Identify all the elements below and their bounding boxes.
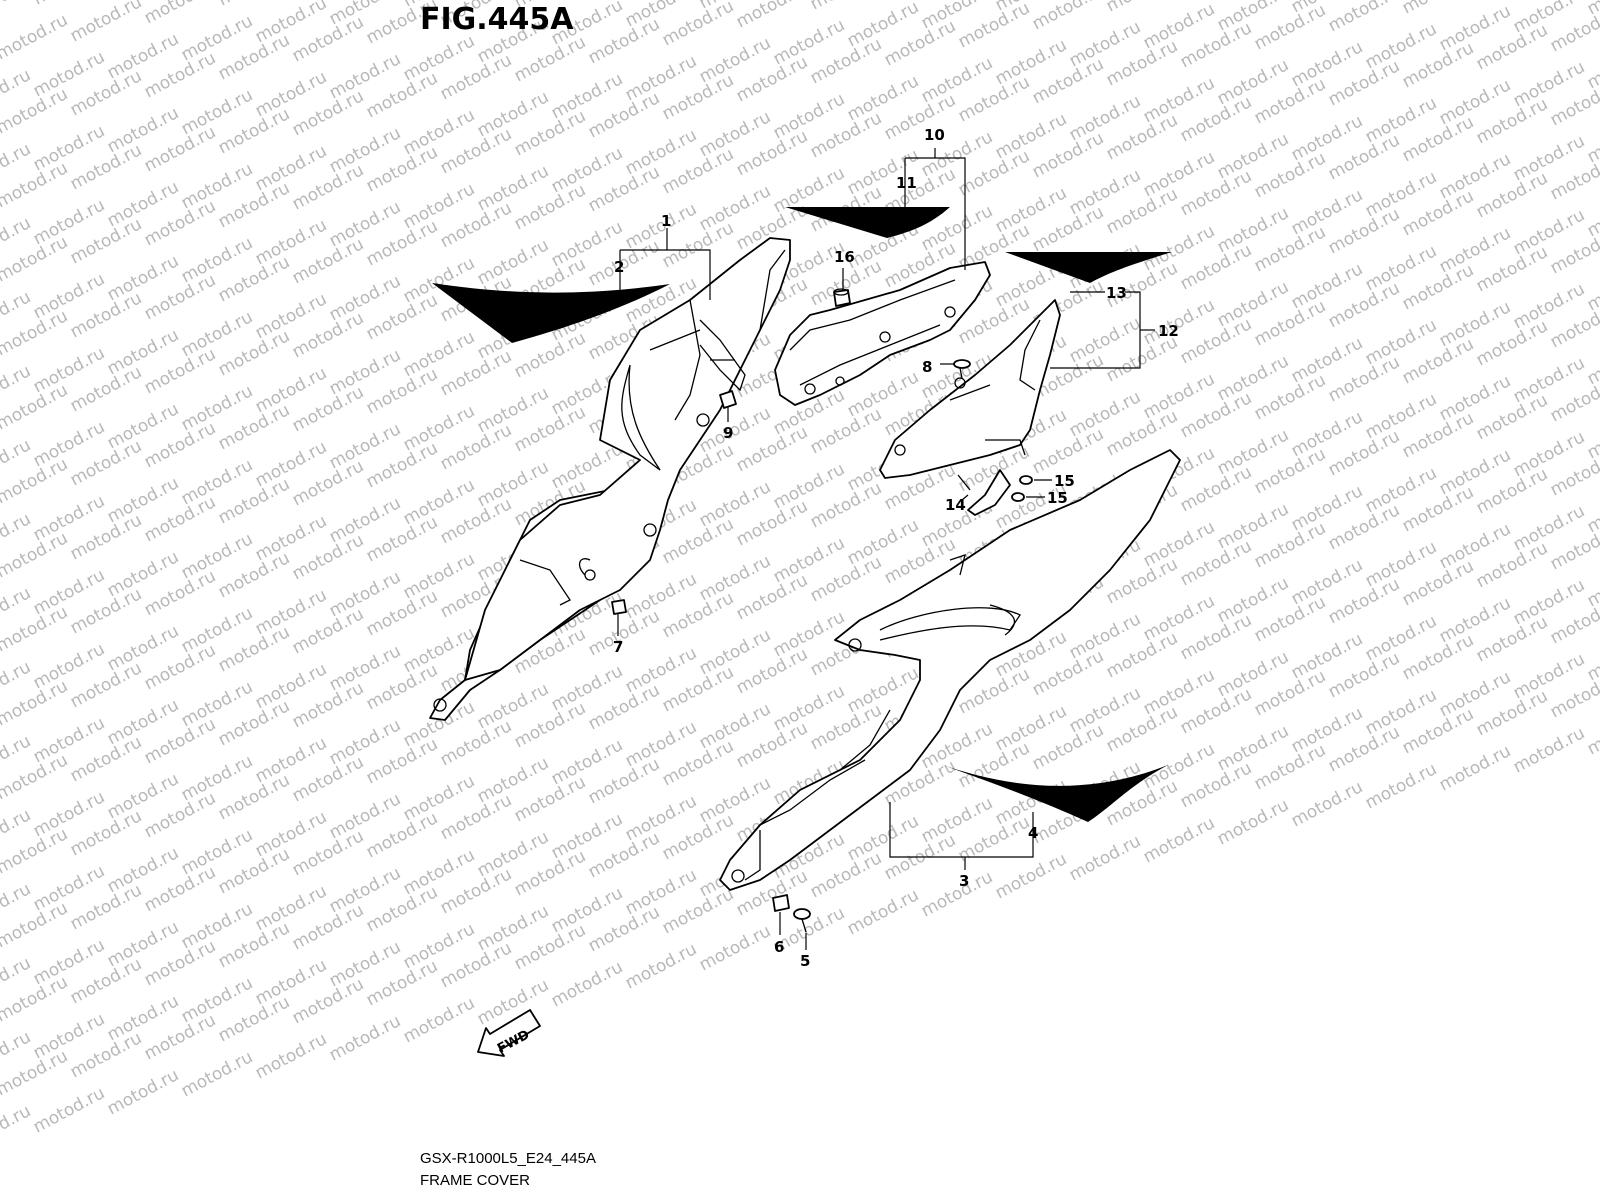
callout-10: 10 — [924, 126, 945, 144]
callout-1: 1 — [661, 212, 671, 230]
watermark-text: motod.ru — [1140, 813, 1218, 867]
watermark-text: motod.ru — [215, 0, 293, 10]
leader-lines — [617, 148, 1155, 950]
callout-15a: 15 — [1054, 472, 1075, 490]
watermark-text: motod.ru — [1029, 0, 1107, 34]
watermark-text: motod.ru — [733, 0, 811, 32]
callout-14: 14 — [945, 496, 966, 514]
screw-part-15a[interactable] — [1019, 475, 1033, 485]
watermark-text: motod.ru — [1399, 0, 1477, 18]
watermark-text: motod.ru — [1362, 759, 1440, 813]
callout-16: 16 — [834, 248, 855, 266]
figure-name: FRAME COVER — [420, 1172, 531, 1189]
watermark-text: motod.ru — [622, 939, 700, 993]
callout-7: 7 — [613, 638, 623, 656]
callout-13: 13 — [1106, 284, 1127, 302]
callout-8: 8 — [922, 358, 932, 376]
watermark-text: motod.ru — [844, 885, 922, 939]
callout-5: 5 — [800, 952, 810, 970]
nut-part-9[interactable] — [719, 390, 737, 409]
watermark-text: motod.ru — [1436, 741, 1514, 795]
bracket-part-14[interactable] — [957, 469, 1011, 516]
watermark-text: motod.ru — [30, 1083, 108, 1137]
watermark-text: motod.ru — [252, 1029, 330, 1083]
watermark-text: motod.ru — [178, 1047, 256, 1101]
watermark-text: motod.ru — [30, 0, 108, 9]
watermark-text: motod.ru — [696, 921, 774, 975]
callout-9: 9 — [723, 424, 733, 442]
watermark-text: motod.ru — [0, 10, 71, 64]
watermark-text: motod.ru — [1288, 777, 1366, 831]
watermark-text: motod.ru — [1066, 831, 1144, 885]
callout-4: 4 — [1028, 824, 1038, 842]
callout-11: 11 — [896, 174, 917, 192]
watermark-text: motod.ru — [104, 1065, 182, 1119]
watermark-text: motod.ru — [1214, 795, 1292, 849]
watermark-text: motod.ru — [141, 0, 219, 28]
watermark-layer: motod.rumotod.rumotod.rumotod.rumotod.ru… — [0, 0, 1600, 1155]
callout-6: 6 — [774, 938, 784, 956]
right-frame-cover-part-3[interactable] — [719, 449, 1181, 891]
watermark-text: motod.ru — [548, 957, 626, 1011]
upper-cover-part-12[interactable] — [879, 299, 1061, 479]
callout-3: 3 — [959, 872, 969, 890]
callout-2: 2 — [614, 258, 624, 276]
watermark-text: motod.ru — [0, 1101, 34, 1155]
decal-part-13[interactable] — [1005, 252, 1172, 283]
watermark-text: motod.ru — [1510, 723, 1588, 777]
watermark-text: motod.ru — [326, 1011, 404, 1065]
watermark-text: motod.ru — [1103, 0, 1181, 16]
figure-code: GSX-R1000L5_E24_445A — [420, 1150, 596, 1167]
washer-part-6[interactable] — [772, 894, 790, 912]
watermark-text: motod.ru — [67, 0, 145, 46]
watermark-text: motod.ru — [0, 0, 34, 27]
screw-part-15b[interactable] — [1011, 492, 1025, 502]
callout-15b: 15 — [1047, 489, 1068, 507]
clip-part-7[interactable] — [611, 599, 627, 615]
decal-part-4[interactable] — [940, 764, 1168, 822]
callout-12: 12 — [1158, 322, 1179, 340]
grommet-part-16[interactable] — [833, 288, 851, 307]
watermark-text: motod.ru — [400, 993, 478, 1047]
left-frame-cover-part-1[interactable] — [429, 237, 791, 721]
watermark-text: motod.ru — [1584, 705, 1600, 759]
watermark-text: motod.ru — [918, 867, 996, 921]
watermark-text: motod.ru — [1325, 0, 1403, 36]
decal-part-11[interactable] — [785, 207, 950, 238]
watermark-text: motod.ru — [807, 0, 885, 14]
upper-cover-part-10[interactable] — [774, 261, 991, 406]
figure-title: FIG.445A — [420, 2, 574, 37]
callout-labels: 1 2 10 11 16 9 7 8 13 12 15 15 14 4 3 6 … — [613, 126, 1179, 970]
decal-part-2[interactable] — [432, 283, 670, 343]
bolt-part-5[interactable] — [793, 908, 811, 933]
